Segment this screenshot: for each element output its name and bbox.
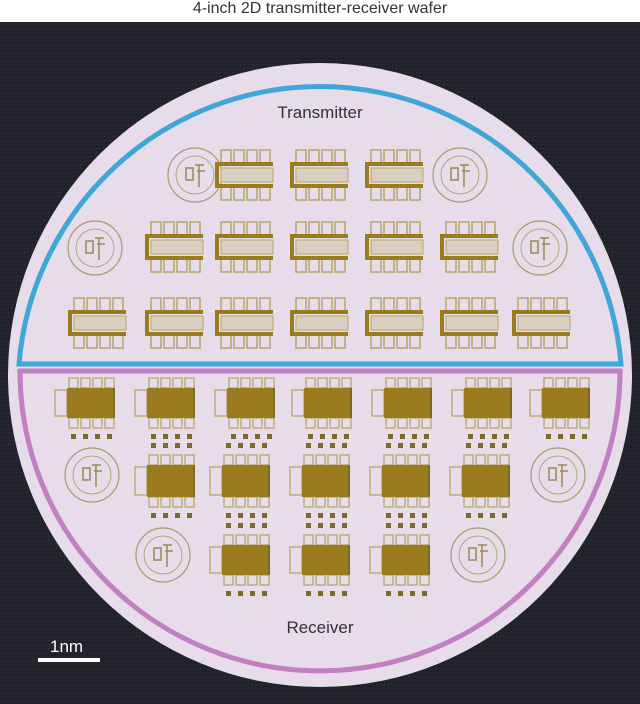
university-seal (167, 147, 223, 203)
transmitter-chip (215, 297, 274, 349)
transmitter-outline (16, 84, 624, 367)
receiver-outline (17, 368, 623, 674)
transmitter-chip (365, 297, 424, 349)
receiver-chip (209, 443, 270, 518)
university-seal (135, 527, 191, 583)
university-seal (512, 220, 568, 276)
transmitter-chip (145, 221, 204, 273)
transmitter-chip (365, 221, 424, 273)
university-seal (64, 447, 120, 503)
receiver-label: Receiver (286, 618, 354, 637)
university-seal (530, 447, 586, 503)
receiver-chip (134, 443, 195, 518)
figure-title: 4-inch 2D transmitter-receiver wafer (0, 0, 640, 22)
receiver-chip (54, 377, 115, 439)
receiver-chip (289, 443, 350, 518)
receiver-chip (529, 377, 590, 439)
transmitter-chip (290, 221, 349, 273)
receiver-chip (134, 377, 195, 439)
transmitter-chip (290, 149, 349, 201)
scale-bar-label: 1nm (50, 637, 84, 656)
wafer-photo (0, 22, 640, 704)
receiver-chip (449, 443, 510, 518)
transmitter-chip (145, 297, 204, 349)
transmitter-label: Transmitter (277, 103, 363, 122)
receiver-chip (289, 523, 350, 596)
transmitter-chip (215, 149, 274, 201)
receiver-chip (369, 523, 430, 596)
transmitter-chip (68, 297, 127, 349)
transmitter-chip (215, 221, 274, 273)
university-seal (450, 527, 506, 583)
transmitter-chip (440, 297, 499, 349)
receiver-chip (291, 377, 352, 439)
university-seal (432, 147, 488, 203)
receiver-chip (209, 523, 270, 596)
transmitter-chip (290, 297, 349, 349)
scale-bar (38, 658, 100, 662)
wafer (8, 63, 632, 687)
transmitter-chip (440, 221, 499, 273)
transmitter-chip (365, 149, 424, 201)
receiver-chip (371, 377, 432, 439)
receiver-chip (451, 377, 512, 439)
university-seal (67, 220, 123, 276)
receiver-chip (369, 443, 430, 518)
receiver-chip (214, 377, 275, 439)
transmitter-chip (512, 297, 571, 349)
